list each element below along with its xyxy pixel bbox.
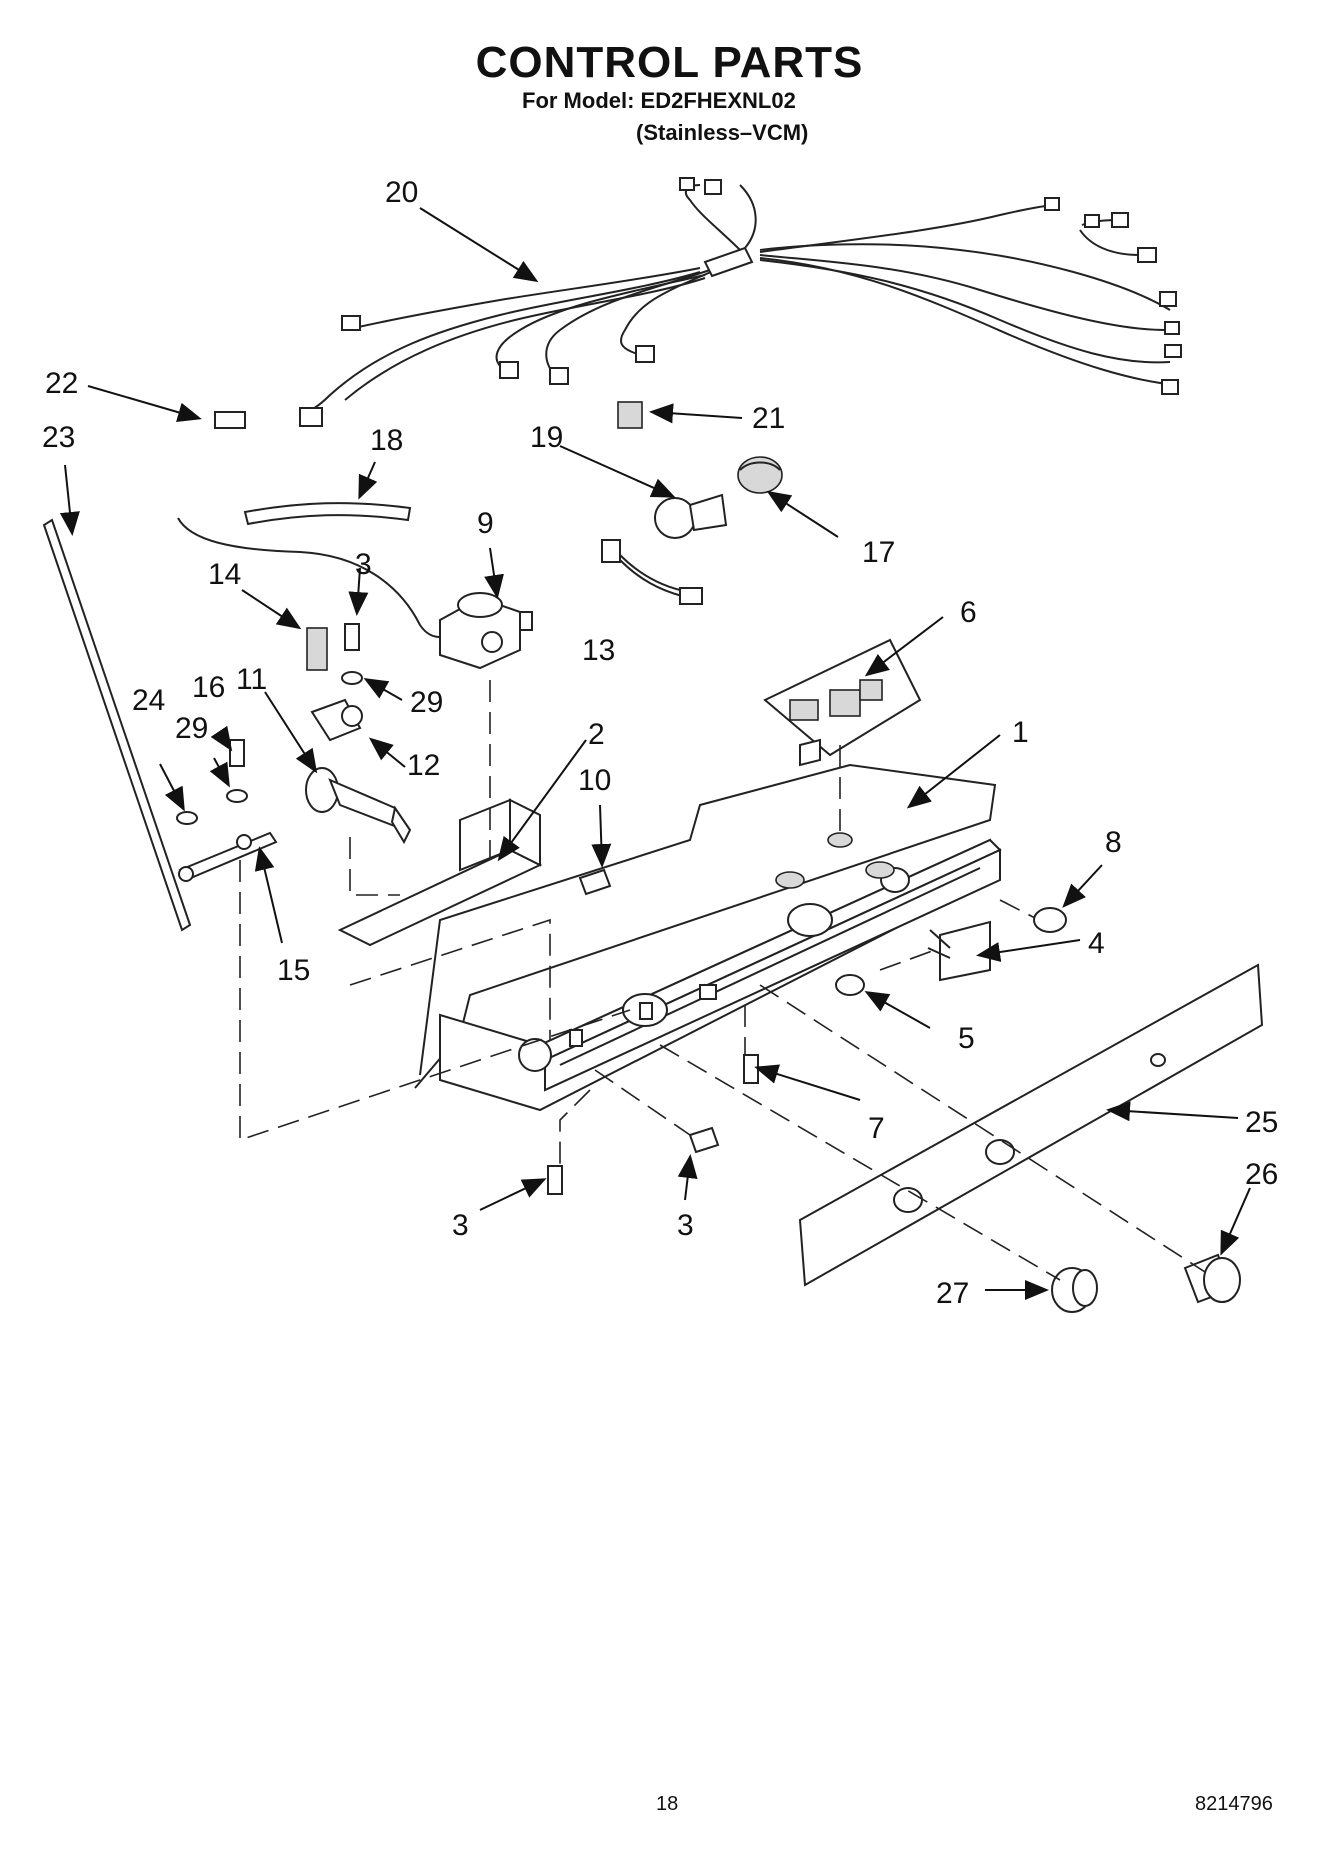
callout-17: 17 <box>862 536 895 569</box>
screw-part <box>344 623 360 651</box>
lamp-bulb-part <box>654 493 728 539</box>
clip-part <box>214 411 246 429</box>
capillary-line <box>177 517 456 638</box>
thermostat-part <box>306 627 328 671</box>
model-line: For Model: ED2FHEXNL02 <box>522 88 796 113</box>
document-number: 8214796 <box>1195 1793 1273 1815</box>
callout-27: 27 <box>936 1277 969 1310</box>
callout-23: 23 <box>42 421 75 454</box>
switch-part <box>927 920 991 982</box>
callout-7: 7 <box>868 1112 885 1145</box>
callout-labels: 20 22 23 18 19 21 17 9 3 14 13 6 29 16 1… <box>42 176 1278 1310</box>
indicator-light-part <box>835 974 865 996</box>
callout-19: 19 <box>530 421 563 454</box>
callout-18: 18 <box>370 424 403 457</box>
callout-4: 4 <box>1088 927 1105 960</box>
callout-29: 29 <box>175 712 208 745</box>
screw-part <box>578 868 612 896</box>
callout-3: 3 <box>355 548 372 581</box>
knob-part <box>1051 1267 1098 1313</box>
jumper-harness-part <box>601 539 703 605</box>
callout-3: 3 <box>677 1209 694 1242</box>
assembly-lines <box>239 680 1206 1281</box>
callout-26: 26 <box>1245 1158 1278 1191</box>
screw-part <box>743 1054 759 1084</box>
callout-6: 6 <box>960 596 977 629</box>
callout-9: 9 <box>477 507 494 540</box>
callout-20: 20 <box>385 176 418 209</box>
control-housing-part <box>414 763 1002 1112</box>
washer-part <box>176 811 198 825</box>
callout-13: 13 <box>582 634 615 667</box>
tube-part <box>243 502 412 526</box>
callout-5: 5 <box>958 1022 975 1055</box>
callout-22: 22 <box>45 367 78 400</box>
leader-arrows <box>59 207 1251 1300</box>
callout-25: 25 <box>1245 1106 1278 1139</box>
control-board-part <box>763 638 922 767</box>
screw-part <box>547 1165 563 1195</box>
callout-11: 11 <box>236 663 267 696</box>
washer-part <box>226 789 248 803</box>
washer-part <box>341 671 363 685</box>
callout-24: 24 <box>132 684 165 717</box>
callout-21: 21 <box>752 402 785 435</box>
callout-29: 29 <box>410 686 443 719</box>
callout-1: 1 <box>1012 716 1029 749</box>
callout-2: 2 <box>588 718 605 751</box>
push-button-part <box>1033 907 1067 933</box>
callout-15: 15 <box>277 954 310 987</box>
callout-8: 8 <box>1105 826 1122 859</box>
callout-16: 16 <box>192 671 225 704</box>
callout-3: 3 <box>452 1209 469 1242</box>
callout-14: 14 <box>208 558 241 591</box>
variant-line: (Stainless–VCM) <box>636 120 809 145</box>
callout-10: 10 <box>578 764 611 797</box>
knob-part <box>1183 1253 1241 1304</box>
screw-part <box>688 1126 720 1154</box>
screw-part <box>229 739 245 767</box>
front-panel-part <box>798 963 1264 1287</box>
bracket-part <box>310 698 363 742</box>
rod-part <box>42 518 192 932</box>
damper-control-part <box>439 592 533 670</box>
shaft-part <box>305 767 412 845</box>
callout-12: 12 <box>407 749 440 782</box>
socket-clip-part <box>617 401 643 429</box>
lever-part <box>178 831 278 882</box>
page-number: 18 <box>656 1793 679 1815</box>
page-title: CONTROL PARTS <box>475 38 864 87</box>
lamp-socket-part <box>737 456 783 494</box>
wire-harness <box>299 177 1182 427</box>
